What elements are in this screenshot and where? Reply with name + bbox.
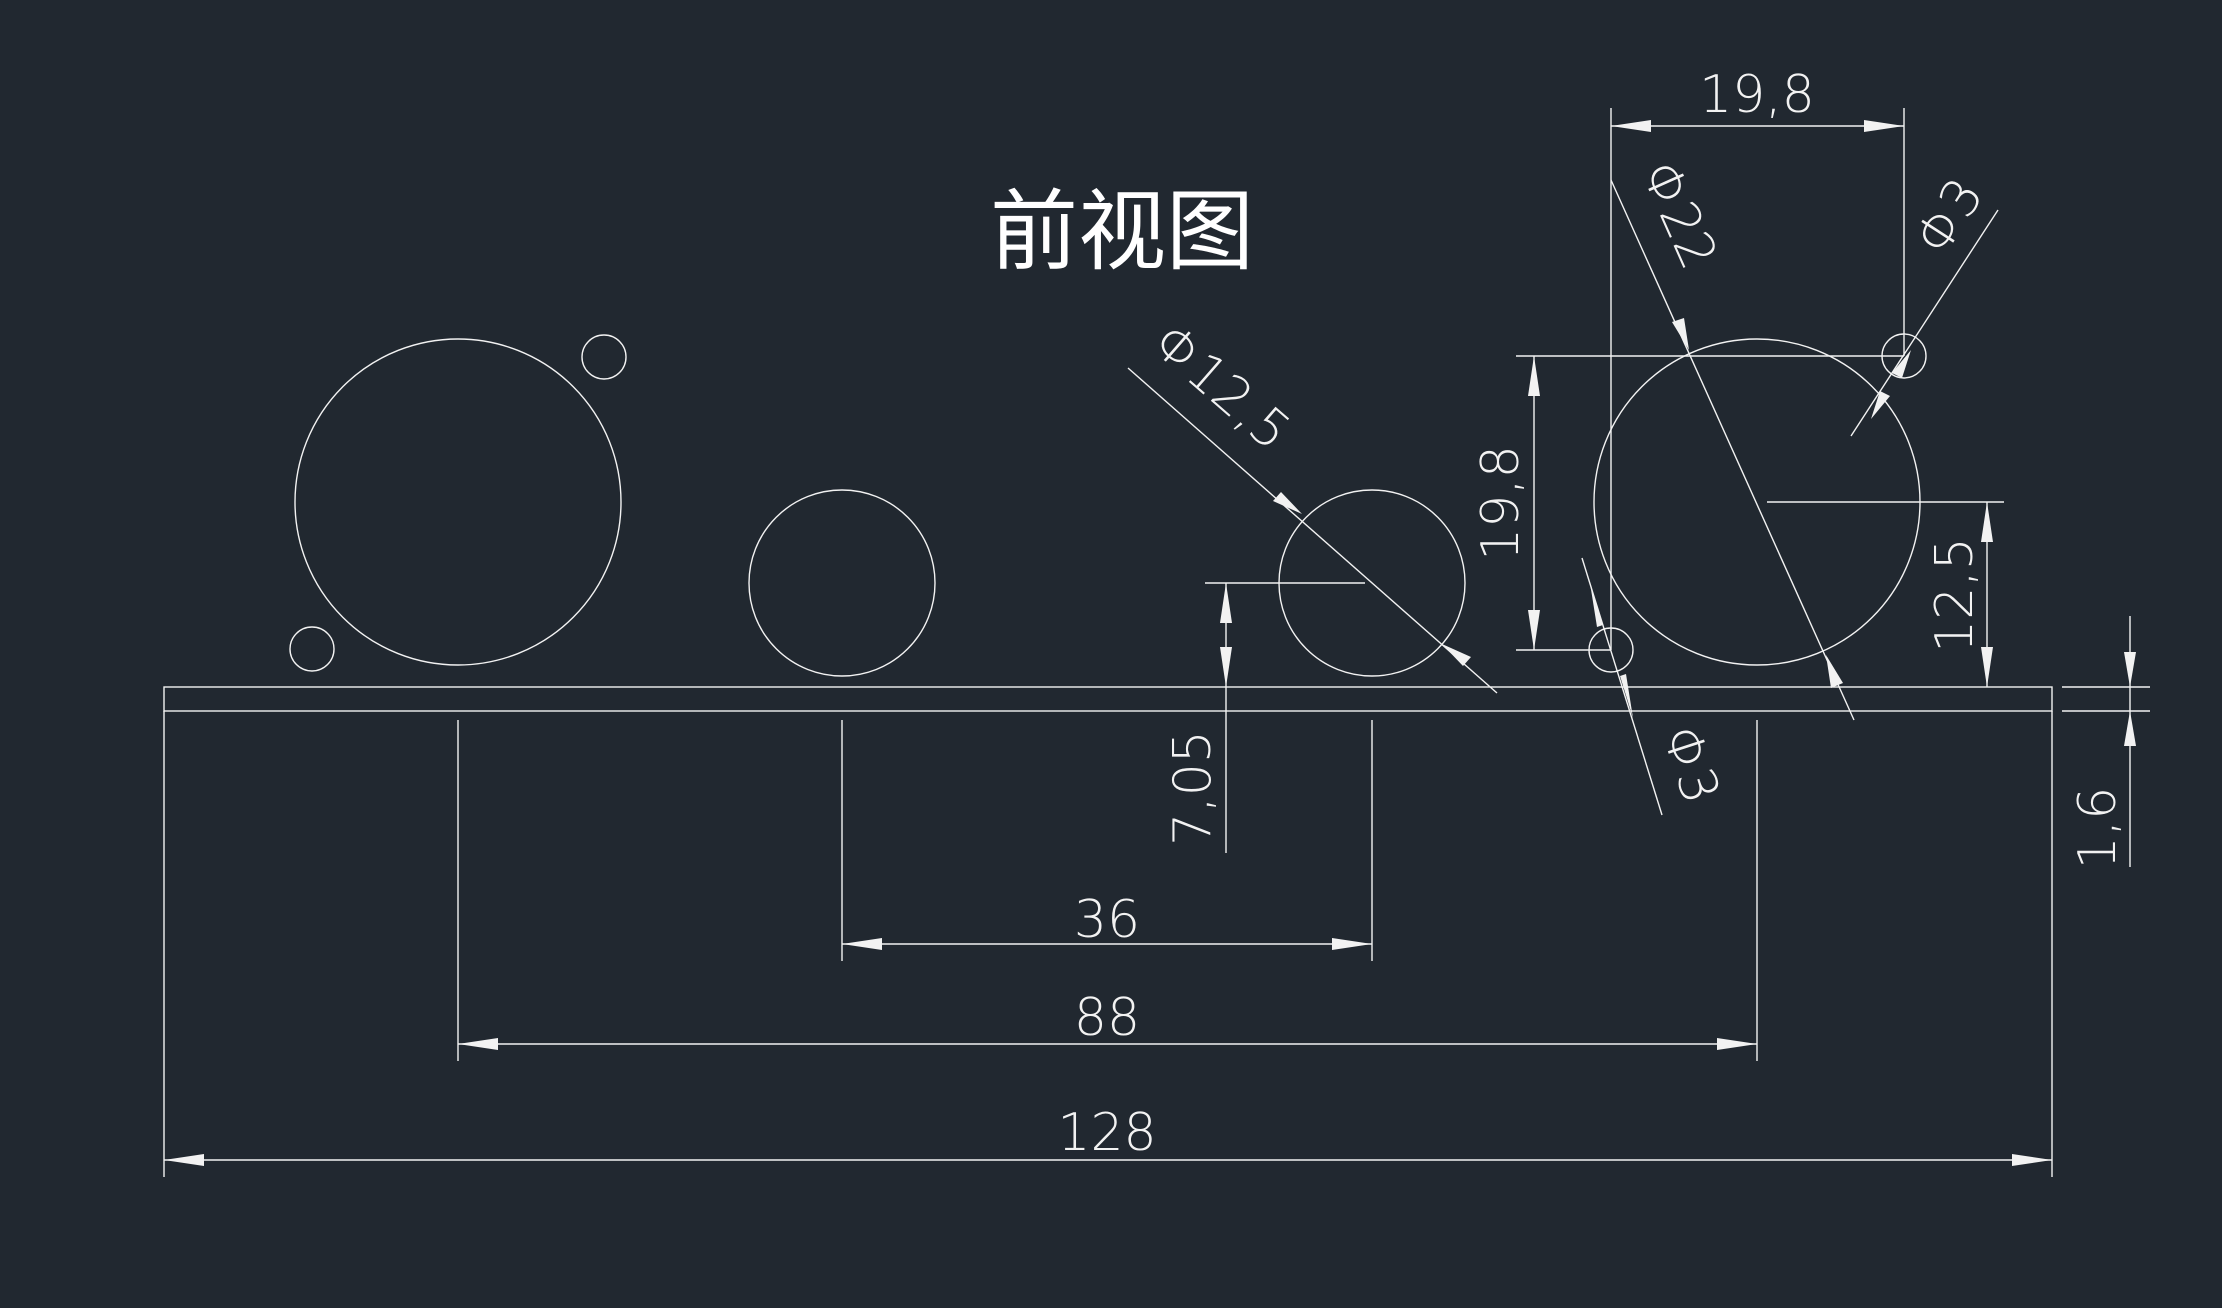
connector-outline-4 — [1516, 179, 2004, 816]
mount-hole-circle — [581, 334, 627, 380]
connector-outline-2 — [748, 489, 936, 677]
dimension-inner-spacing — [841, 720, 1373, 961]
dimension-vertical-spacing — [1528, 356, 1540, 650]
dimension-text-19-8-vertical: 19,8 — [1471, 445, 1531, 561]
connector-outline-3 — [1127, 367, 1498, 694]
mount-hole-circle — [289, 626, 335, 672]
connector-outline-1 — [289, 334, 627, 672]
dimension-text-phi3-bottom: Φ3 — [1650, 718, 1731, 811]
dimension-text-12-5: 12,5 — [1925, 537, 1985, 653]
dimension-small-hole-height — [1220, 583, 1232, 853]
dimension-outer-spacing — [457, 720, 1758, 1061]
dimension-large-hole-height — [1981, 502, 1993, 687]
dimension-text-7-05: 7,05 — [1163, 730, 1223, 846]
dimension-horizontal-spacing-top — [1610, 108, 1905, 650]
dimension-text-phi12-5: Φ12,5 — [1141, 312, 1302, 463]
dimension-text-phi3-top: Φ3 — [1903, 168, 1996, 266]
dimension-text-phi22: Φ22 — [1629, 152, 1729, 278]
base-plate — [163, 686, 2053, 712]
dimension-overall-width — [163, 711, 2053, 1177]
dimension-text-88: 88 — [1074, 988, 1140, 1048]
drawing-title: 前视图 — [990, 180, 1254, 283]
dimension-text-1-6: 1,6 — [2068, 787, 2128, 870]
dimension-text-128: 128 — [1057, 1103, 1156, 1163]
dimension-text-19-8-horizontal: 19,8 — [1699, 65, 1815, 125]
dimension-plate-thickness — [2062, 616, 2150, 867]
dimension-text-36: 36 — [1074, 890, 1140, 950]
